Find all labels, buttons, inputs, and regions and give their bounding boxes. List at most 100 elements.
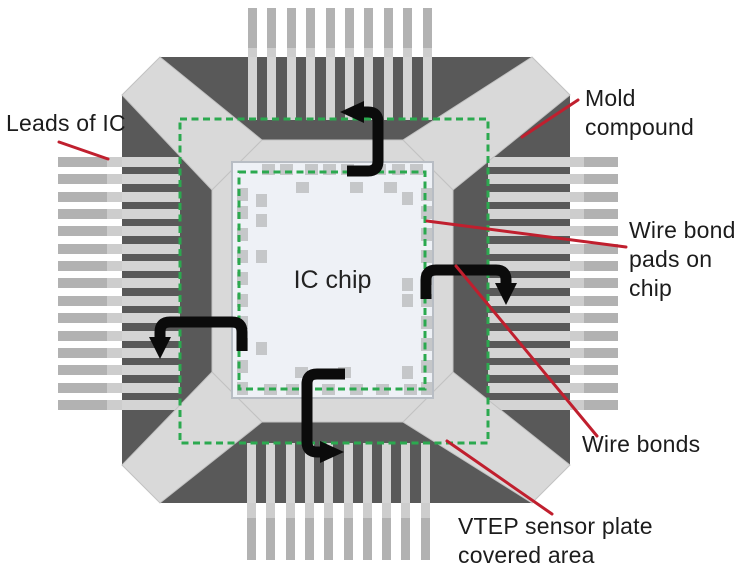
- ic-lead: [344, 503, 353, 518]
- ic-lead: [58, 296, 107, 306]
- wire-bond-pad: [237, 272, 248, 285]
- ic-lead: [326, 48, 335, 57]
- lead-finger: [122, 209, 180, 219]
- wire-bond-pad: [402, 294, 413, 307]
- label-leads-of-ic: Leads of IC: [6, 110, 126, 136]
- ic-lead: [58, 313, 107, 323]
- wire-bond-pad: [295, 367, 308, 378]
- wire-bond-pad: [237, 360, 248, 373]
- ic-lead: [584, 331, 618, 341]
- ic-lead: [107, 313, 122, 323]
- ic-lead: [58, 192, 107, 202]
- ic-lead: [584, 192, 618, 202]
- ic-lead: [345, 48, 354, 57]
- lead-finger: [122, 383, 180, 393]
- arrow-head-left-icon: [340, 101, 364, 123]
- ic-lead: [58, 157, 107, 167]
- lead-finger: [267, 57, 276, 120]
- lead-finger: [488, 157, 570, 167]
- lead-finger: [305, 443, 314, 503]
- arrow-head-down-icon: [495, 283, 517, 305]
- ic-lead: [107, 365, 122, 375]
- ic-lead: [403, 48, 412, 57]
- ic-lead: [570, 296, 584, 306]
- lead-finger: [488, 313, 570, 323]
- lead-finger: [488, 400, 570, 410]
- ic-lead: [584, 278, 618, 288]
- label-mold-compound: Mold compound: [585, 85, 695, 140]
- ic-lead: [584, 400, 618, 410]
- lead-finger: [122, 244, 180, 254]
- wire-bond-pad: [237, 250, 248, 263]
- ic-lead: [421, 518, 430, 560]
- lead-finger: [248, 57, 257, 120]
- lead-finger: [122, 365, 180, 375]
- lead-finger: [363, 443, 372, 503]
- wire-bond-pad: [256, 250, 267, 263]
- ic-lead: [107, 261, 122, 271]
- wire-bond-pad: [421, 206, 432, 219]
- wire-bond-pad: [237, 382, 248, 395]
- ic-lead: [570, 174, 584, 184]
- ic-lead: [324, 503, 333, 518]
- callout-line-pads: [425, 219, 628, 249]
- wire-bond-pad: [376, 384, 389, 395]
- ic-lead: [107, 348, 122, 358]
- lead-finger: [488, 365, 570, 375]
- ic-lead: [107, 244, 122, 254]
- ic-lead: [107, 209, 122, 219]
- ic-lead: [266, 503, 275, 518]
- ic-lead: [107, 400, 122, 410]
- vtep-outer-outline: [178, 117, 490, 445]
- ic-lead: [584, 226, 618, 236]
- ic-lead: [382, 503, 391, 518]
- wire-bond-arrow-bottom: [301, 368, 345, 463]
- ic-lead: [58, 331, 107, 341]
- wire-bond-pad: [256, 194, 267, 207]
- ic-lead: [247, 518, 256, 560]
- lead-finger: [122, 192, 180, 202]
- ic-lead: [287, 8, 296, 48]
- ic-lead: [306, 8, 315, 48]
- ic-lead: [326, 8, 335, 48]
- lead-finger: [122, 278, 180, 288]
- lead-finger: [344, 443, 353, 503]
- lead-finger: [488, 296, 570, 306]
- ic-lead: [58, 261, 107, 271]
- lead-finger: [488, 226, 570, 236]
- ic-lead: [58, 174, 107, 184]
- lead-finger: [122, 296, 180, 306]
- ic-leads-group: [58, 8, 618, 560]
- lead-finger: [122, 313, 180, 323]
- ic-lead: [344, 518, 353, 560]
- ic-lead: [584, 296, 618, 306]
- lead-finger: [488, 209, 570, 219]
- callout-line-vtep: [445, 439, 554, 516]
- callout-line-leads: [57, 140, 110, 161]
- ic-lead: [107, 192, 122, 202]
- wire-bond-arrow-right: [420, 264, 517, 305]
- ic-lead: [107, 157, 122, 167]
- ic-lead: [364, 48, 373, 57]
- wire-bond-pad: [237, 206, 248, 219]
- wire-bond-pad: [296, 182, 309, 193]
- callout-line-wire-bonds: [454, 264, 599, 438]
- ic-lead: [107, 226, 122, 236]
- lead-finger: [488, 331, 570, 341]
- ic-lead: [58, 365, 107, 375]
- ic-lead: [58, 348, 107, 358]
- ic-lead: [345, 8, 354, 48]
- lead-finger: [423, 57, 432, 120]
- lead-finger: [266, 443, 275, 503]
- ic-lead: [570, 192, 584, 202]
- ic-lead: [570, 209, 584, 219]
- lead-finger: [122, 174, 180, 184]
- ic-lead: [584, 157, 618, 167]
- wire-bond-pad: [237, 228, 248, 241]
- ic-lead: [58, 383, 107, 393]
- lead-finger: [324, 443, 333, 503]
- ic-lead: [584, 261, 618, 271]
- ic-lead: [58, 244, 107, 254]
- ic-lead: [305, 503, 314, 518]
